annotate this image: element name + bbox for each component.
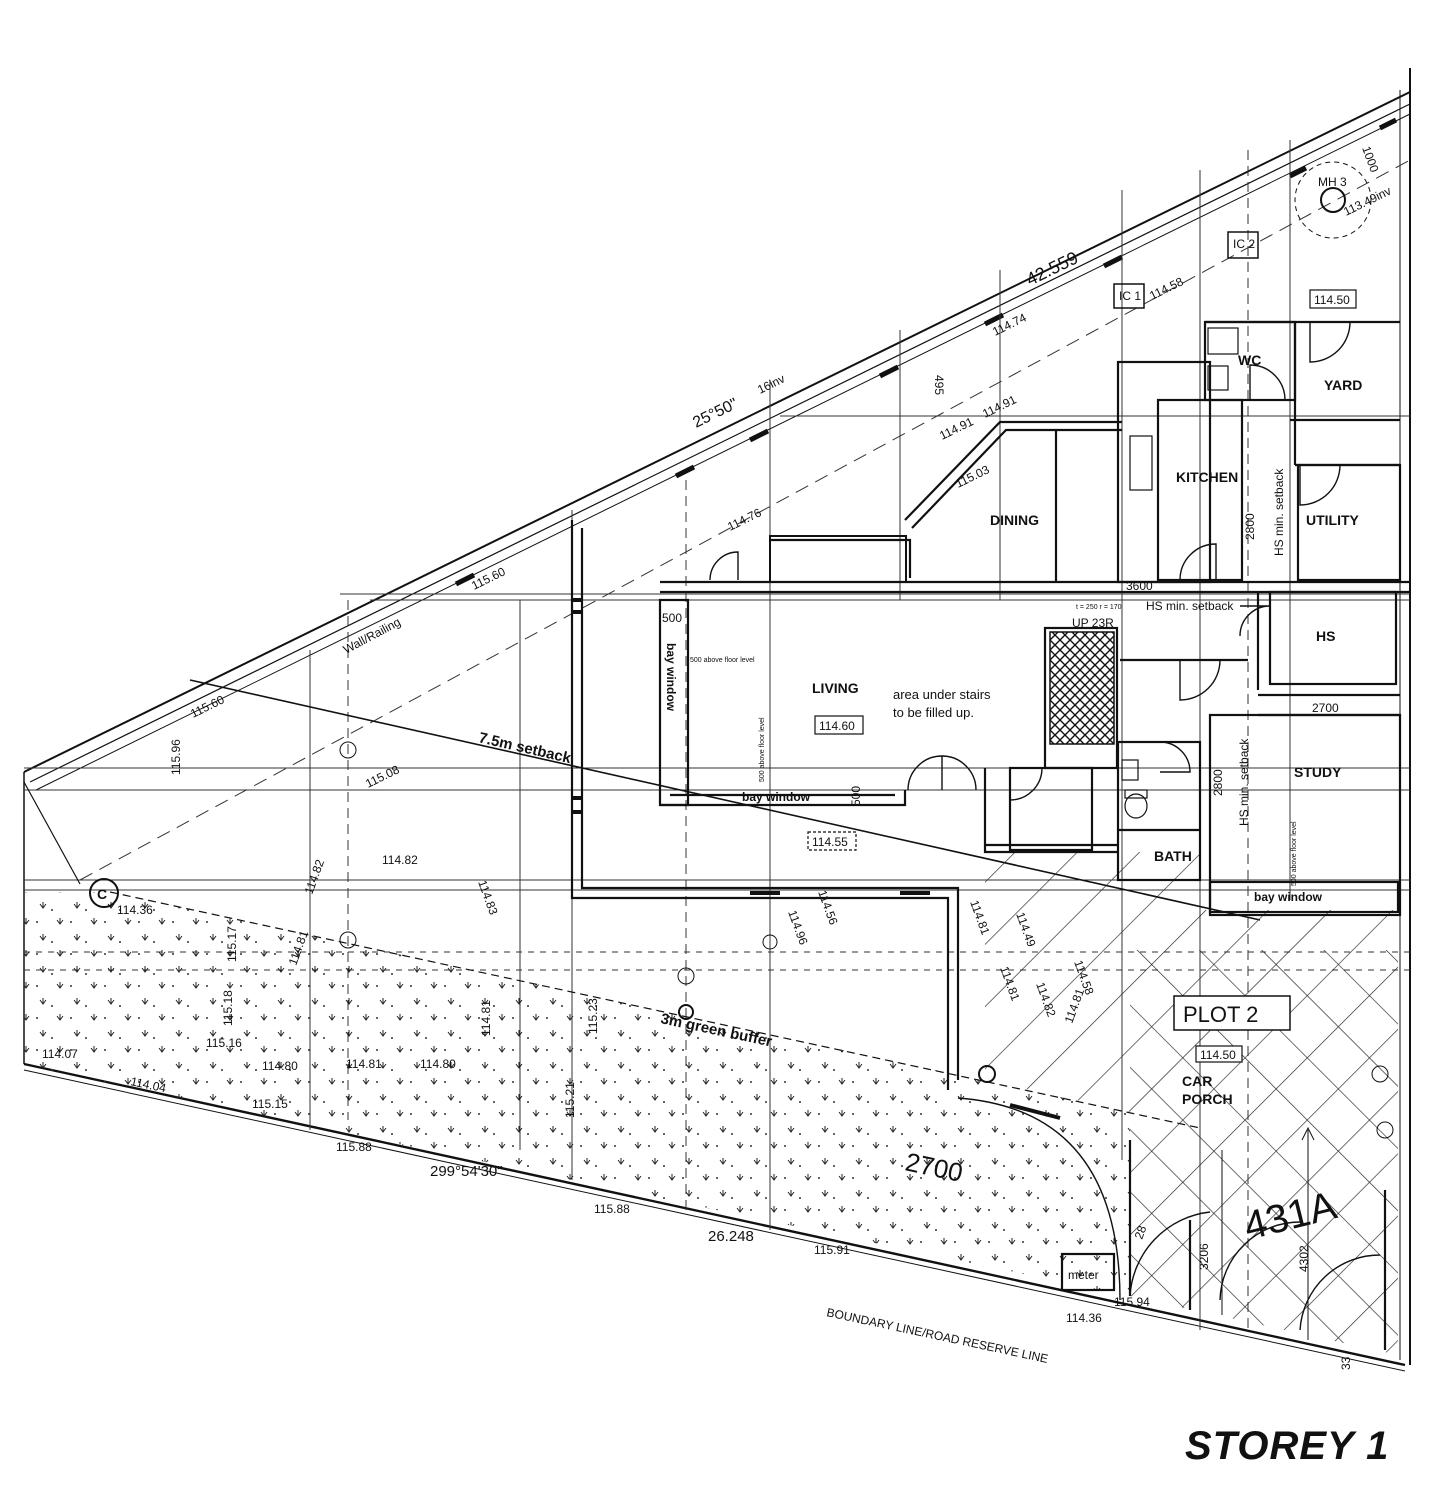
svg-text:114.36: 114.36 <box>117 903 153 917</box>
svg-text:115.17: 115.17 <box>225 926 239 962</box>
svg-text:IC 1: IC 1 <box>1119 289 1141 303</box>
svg-text:115.96: 115.96 <box>169 739 183 775</box>
room-labels: WC YARD KITCHEN UTILITY DINING LIVING HS… <box>812 352 1362 1107</box>
svg-text:16inv: 16inv <box>755 372 787 397</box>
svg-text:area under stairs: area under stairs <box>893 687 991 702</box>
svg-text:HS min. setback: HS min. setback <box>1272 468 1286 556</box>
svg-text:500 above floor level: 500 above floor level <box>759 717 766 782</box>
room-living: LIVING <box>812 680 859 696</box>
svg-text:500: 500 <box>662 611 682 625</box>
plot-label: PLOT 2 <box>1183 1002 1258 1027</box>
walls <box>570 320 1410 1350</box>
svg-text:115.08: 115.08 <box>363 762 402 790</box>
room-yard: YARD <box>1324 377 1362 393</box>
svg-text:114.60: 114.60 <box>819 719 855 733</box>
svg-text:114.50: 114.50 <box>1200 1048 1236 1062</box>
svg-text:3206: 3206 <box>1197 1243 1211 1270</box>
svg-text:114.80: 114.80 <box>262 1059 298 1073</box>
room-porch: PORCH <box>1182 1091 1233 1107</box>
svg-text:25°50": 25°50" <box>690 395 740 431</box>
svg-text:2700: 2700 <box>1312 701 1339 715</box>
svg-text:115.23: 115.23 <box>586 998 600 1034</box>
svg-text:114.83: 114.83 <box>475 878 501 917</box>
room-dining: DINING <box>990 512 1039 528</box>
svg-text:114.74: 114.74 <box>990 310 1029 338</box>
svg-text:500 above floor level: 500 above floor level <box>690 657 755 664</box>
svg-text:114.96: 114.96 <box>785 908 811 947</box>
svg-text:42.559: 42.559 <box>1023 247 1081 289</box>
svg-text:115.88: 115.88 <box>336 1140 372 1154</box>
svg-text:114.76: 114.76 <box>725 505 764 533</box>
svg-text:4302: 4302 <box>1297 1245 1311 1272</box>
svg-text:114.56: 114.56 <box>815 888 841 927</box>
room-kitchen: KITCHEN <box>1176 469 1238 485</box>
stairs <box>1049 631 1115 745</box>
svg-text:115.03: 115.03 <box>953 462 992 490</box>
svg-text:2800: 2800 <box>1211 769 1225 796</box>
svg-text:C: C <box>97 886 107 902</box>
svg-text:115.88: 115.88 <box>594 1202 630 1216</box>
storey-title: STOREY 1 <box>1185 1424 1390 1468</box>
svg-text:1000: 1000 <box>1359 144 1381 174</box>
svg-text:bay window: bay window <box>1254 890 1323 904</box>
svg-text:meter: meter <box>1068 1268 1099 1282</box>
fixtures <box>769 327 1239 819</box>
svg-text:IC 2: IC 2 <box>1233 237 1255 251</box>
svg-text:2800: 2800 <box>1243 513 1257 540</box>
svg-text:to be filled up.: to be filled up. <box>893 705 974 720</box>
room-utility: UTILITY <box>1306 512 1360 528</box>
svg-text:33: 33 <box>1339 1356 1353 1370</box>
svg-text:299°54'30": 299°54'30" <box>430 1163 503 1180</box>
svg-text:115.15: 115.15 <box>252 1097 288 1111</box>
svg-text:115.18: 115.18 <box>221 990 235 1026</box>
svg-text:115.91: 115.91 <box>814 1243 850 1257</box>
svg-text:113.49inv: 113.49inv <box>1341 184 1393 219</box>
svg-text:114.55: 114.55 <box>812 835 848 849</box>
svg-text:115.16: 115.16 <box>206 1036 242 1050</box>
svg-text:28: 28 <box>1132 1223 1150 1241</box>
svg-text:500: 500 <box>849 786 863 806</box>
svg-text:HS min. setback: HS min. setback <box>1237 738 1251 826</box>
svg-text:114.80: 114.80 <box>420 1057 456 1071</box>
dimension-arrows <box>1221 1126 1315 1340</box>
svg-text:114.81: 114.81 <box>479 1000 493 1036</box>
green-buffer-area <box>24 892 1130 1296</box>
svg-text:114.91: 114.91 <box>937 414 976 442</box>
svg-text:UP 23R: UP 23R <box>1072 616 1114 630</box>
svg-text:495: 495 <box>932 375 946 395</box>
svg-text:500 above floor level: 500 above floor level <box>1291 821 1298 886</box>
svg-text:115.60: 115.60 <box>469 564 508 592</box>
room-study: STUDY <box>1294 764 1342 780</box>
svg-text:3600: 3600 <box>1126 579 1153 593</box>
room-car: CAR <box>1182 1073 1212 1089</box>
svg-text:115.21: 115.21 <box>563 1082 577 1118</box>
svg-text:t = 250 r = 170: t = 250 r = 170 <box>1076 604 1122 611</box>
room-bath: BATH <box>1154 848 1192 864</box>
svg-text:26.248: 26.248 <box>708 1228 754 1245</box>
svg-text:MH 3: MH 3 <box>1318 175 1347 189</box>
level-boxes <box>807 289 1357 1063</box>
svg-text:7.5m setback: 7.5m setback <box>477 729 573 767</box>
svg-text:114.58: 114.58 <box>1147 274 1186 302</box>
manholes <box>89 161 1394 1139</box>
svg-text:BOUNDARY LINE/ROAD RESERVE LIN: BOUNDARY LINE/ROAD RESERVE LINE <box>825 1305 1049 1366</box>
svg-text:114.07: 114.07 <box>42 1047 78 1061</box>
svg-text:114.81: 114.81 <box>346 1057 382 1071</box>
svg-text:115.60: 115.60 <box>188 692 227 720</box>
svg-text:115.94: 115.94 <box>1114 1295 1150 1309</box>
svg-text:HS min. setback: HS min. setback <box>1146 599 1234 613</box>
svg-text:114.82: 114.82 <box>382 853 418 867</box>
room-wc: WC <box>1238 352 1261 368</box>
svg-text:bay window: bay window <box>664 643 678 712</box>
wall-hatches <box>572 598 1061 1120</box>
svg-text:114.36: 114.36 <box>1066 1311 1102 1325</box>
svg-text:bay window: bay window <box>742 790 811 804</box>
room-hs: HS <box>1316 628 1335 644</box>
svg-text:114.50: 114.50 <box>1314 293 1350 307</box>
